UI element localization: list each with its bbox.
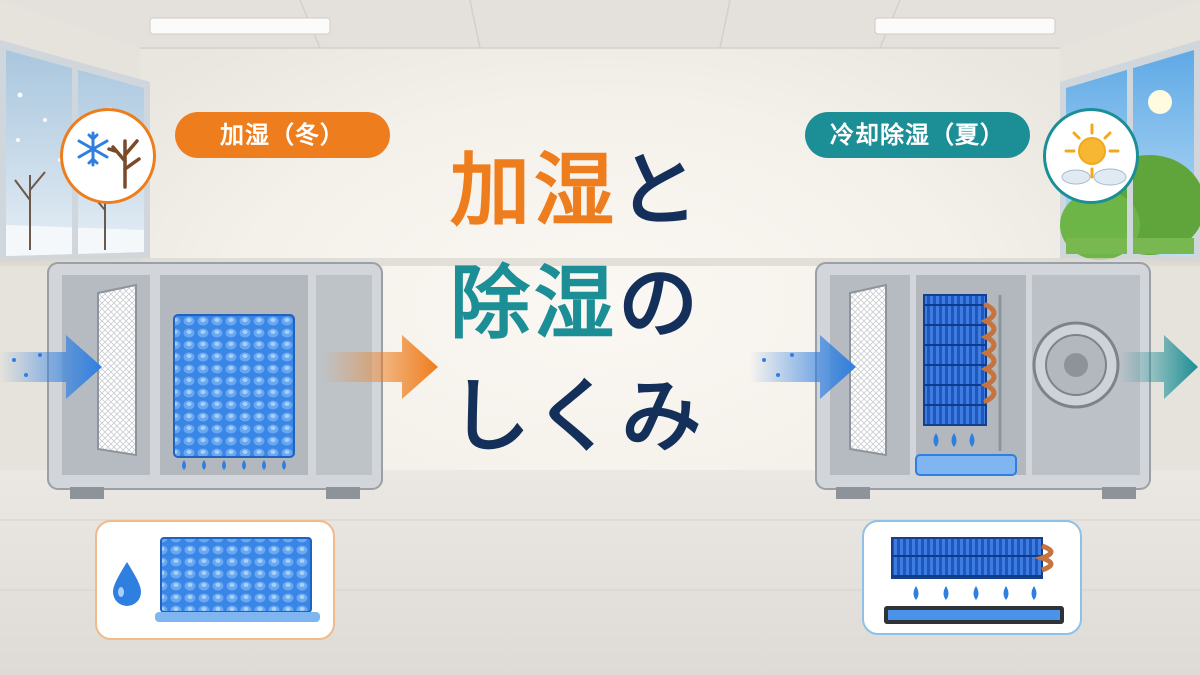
humidify-winter-tag: 加湿（冬） [175, 112, 390, 158]
title-dehumidify: 除湿 [450, 257, 618, 350]
sun-cloud-icon [1061, 123, 1127, 186]
winter-icon-badge [60, 108, 156, 204]
summer-icon-badge [1043, 108, 1139, 204]
title-line-3: しくみ [450, 370, 706, 463]
title-line-1: 加湿と [450, 145, 702, 237]
humidifier-media-closeup [155, 537, 320, 622]
humidifier-unit [0, 262, 438, 499]
snowflake-bare-tree-icon [77, 131, 141, 189]
cooling-coil-detail [862, 520, 1082, 635]
title-to: と [618, 144, 702, 237]
cooling-dehumidify-summer-tag: 冷却除湿（夏） [805, 112, 1030, 158]
cooling-dehumidifier-unit [750, 262, 1198, 499]
title-line-2: 除湿の [450, 258, 702, 350]
title-no: の [618, 257, 702, 350]
cooling-coil-closeup [884, 537, 1064, 624]
humidifier-media-detail [95, 520, 335, 640]
water-drop-icon [113, 562, 141, 606]
title-humidify: 加湿 [450, 144, 618, 237]
